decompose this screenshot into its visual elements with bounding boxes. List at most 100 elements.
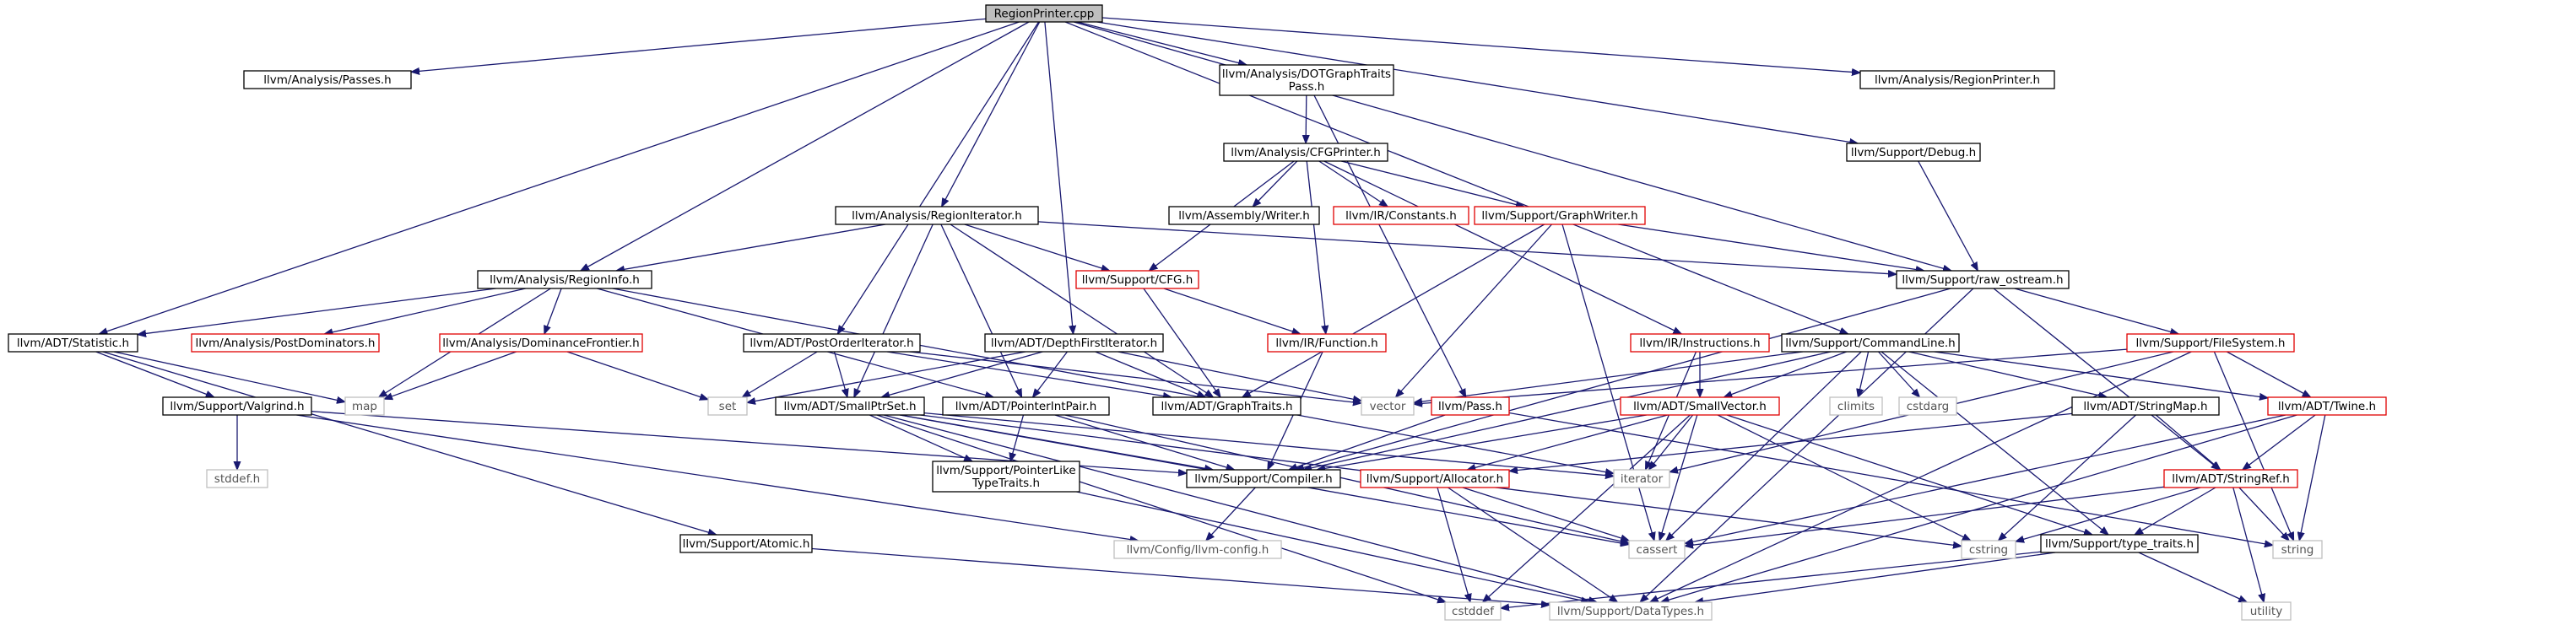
node-debug[interactable]: llvm/Support/Debug.h <box>1846 143 1981 162</box>
edge-stringref-to-typetraits <box>2135 487 2216 535</box>
node-label: llvm/Config/llvm-config.h <box>1127 543 1269 557</box>
node-box <box>1223 143 1388 162</box>
node-label: llvm/Analysis/DominanceFrontier.h <box>442 337 639 350</box>
node-box <box>2267 396 2387 416</box>
node-llvmconfig: llvm/Config/llvm-config.h <box>1113 540 1282 559</box>
edge-graphwriter-to-graphtraits <box>1242 224 1545 397</box>
node-rprinter[interactable]: llvm/Analysis/RegionPrinter.h <box>1859 70 2055 89</box>
node-dfiter[interactable]: llvm/ADT/DepthFirstIterator.h <box>984 333 1164 353</box>
node-box <box>439 333 643 353</box>
node-utility: utility <box>2241 601 2292 621</box>
node-label: llvm/Support/GraphWriter.h <box>1481 209 1637 223</box>
edge-root-to-regioninfo <box>581 21 1030 271</box>
node-postdom[interactable]: llvm/Analysis/PostDominators.h <box>191 333 380 353</box>
edge-regioniter-to-smallptrset <box>853 224 934 397</box>
node-typetraits[interactable]: llvm/Support/type_traits.h <box>2040 534 2199 553</box>
node-box <box>1859 70 2055 89</box>
node-instructions[interactable]: llvm/IR/Instructions.h <box>1630 333 1770 353</box>
edge-statistic-to-map <box>113 351 345 402</box>
node-smallvector[interactable]: llvm/ADT/SmallVector.h <box>1620 396 1780 416</box>
edge-smallptrset-to-ptrliketraits <box>869 414 972 462</box>
node-box <box>1613 469 1670 488</box>
node-box <box>206 469 268 488</box>
node-cfgprinter[interactable]: llvm/Analysis/CFGPrinter.h <box>1223 143 1388 162</box>
edge-cfg-to-function <box>1163 288 1301 334</box>
node-stringref[interactable]: llvm/ADT/StringRef.h <box>2163 469 2298 488</box>
node-regioniter[interactable]: llvm/Analysis/RegionIterator.h <box>835 206 1039 225</box>
node-constants[interactable]: llvm/IR/Constants.h <box>1333 206 1469 225</box>
edge-filesystem-to-datatypes <box>1650 351 2192 603</box>
node-label: cstdarg <box>1907 400 1949 413</box>
node-cstdarg: cstdarg <box>1898 396 1957 416</box>
node-smallptrset[interactable]: llvm/ADT/SmallPtrSet.h <box>775 396 925 416</box>
edge-root-to-debug <box>1096 21 1859 143</box>
edge-regioninfo-to-iterator <box>612 288 1614 473</box>
edge-cmdline-to-cassert <box>1666 351 1862 541</box>
node-root[interactable]: RegionPrinter.cpp <box>985 4 1103 23</box>
node-label: cstddef <box>1452 605 1495 618</box>
edge-poiter-to-smallptrset <box>833 351 848 397</box>
node-box <box>477 270 652 289</box>
edge-atomic-to-datatypes <box>811 547 1550 606</box>
node-asmwriter[interactable]: llvm/Assembly/Writer.h <box>1168 206 1320 225</box>
node-label: Pass.h <box>1289 80 1325 94</box>
edge-typetraits-to-datatypes <box>1695 552 2056 602</box>
node-graphtraits[interactable]: llvm/ADT/GraphTraits.h <box>1152 396 1302 416</box>
node-twine[interactable]: llvm/ADT/Twine.h <box>2267 396 2387 416</box>
node-label: llvm/Analysis/RegionPrinter.h <box>1875 73 2040 87</box>
node-allocator[interactable]: llvm/Support/Allocator.h <box>1360 469 1510 488</box>
node-label: llvm/Analysis/Passes.h <box>263 73 391 87</box>
node-label: llvm/Support/Valgrind.h <box>170 400 304 413</box>
node-box <box>985 4 1103 23</box>
node-label: llvm/ADT/DepthFirstIterator.h <box>991 337 1157 350</box>
node-cfg[interactable]: llvm/Support/CFG.h <box>1075 270 1199 289</box>
node-passes[interactable]: llvm/Analysis/Passes.h <box>243 70 412 89</box>
node-box <box>707 396 748 416</box>
edge-dfiter-to-smallptrset <box>881 351 1043 397</box>
node-label: llvm/Support/CFG.h <box>1082 273 1193 287</box>
node-box <box>1113 540 1282 559</box>
node-box <box>2071 396 2220 416</box>
node-climits: climits <box>1829 396 1883 416</box>
node-pointerintpair[interactable]: llvm/ADT/PointerIntPair.h <box>942 396 1110 416</box>
edge-filesystem-to-twine <box>2226 351 2310 397</box>
edge-root-to-dfiter <box>1044 21 1074 334</box>
node-label: TypeTraits.h <box>971 477 1040 490</box>
node-poiter[interactable]: llvm/ADT/PostOrderIterator.h <box>743 333 921 353</box>
node-label: llvm/ADT/SmallVector.h <box>1633 400 1767 413</box>
edge-regioniter-to-pointerintpair <box>940 224 1023 397</box>
node-statistic[interactable]: llvm/ADT/Statistic.h <box>8 333 138 353</box>
node-label: llvm/Analysis/PostDominators.h <box>196 337 376 350</box>
node-rawostream[interactable]: llvm/Support/raw_ostream.h <box>1896 270 2070 289</box>
node-label: llvm/ADT/GraphTraits.h <box>1161 400 1292 413</box>
node-filesystem[interactable]: llvm/Support/FileSystem.h <box>2126 333 2295 353</box>
edge-cfgprinter-to-asmwriter <box>1253 160 1298 207</box>
node-pass[interactable]: llvm/Pass.h <box>1431 396 1510 416</box>
node-stringmap[interactable]: llvm/ADT/StringMap.h <box>2071 396 2220 416</box>
edge-cmdline-to-smallvector <box>1724 351 1847 397</box>
node-box <box>243 70 412 89</box>
node-box <box>162 396 312 416</box>
node-label: llvm/Support/Atomic.h <box>683 537 810 551</box>
node-regioninfo[interactable]: llvm/Analysis/RegionInfo.h <box>477 270 652 289</box>
edge-stringmap-to-cstring <box>1999 414 2136 541</box>
node-compiler[interactable]: llvm/Support/Compiler.h <box>1186 469 1341 488</box>
node-label: llvm/Support/Debug.h <box>1851 146 1976 159</box>
edge-stringmap-to-allocator <box>1509 412 2073 471</box>
node-valgrind[interactable]: llvm/Support/Valgrind.h <box>162 396 312 416</box>
node-cmdline[interactable]: llvm/Support/CommandLine.h <box>1781 333 1960 353</box>
node-cassert: cassert <box>1628 540 1686 559</box>
node-graphwriter[interactable]: llvm/Support/GraphWriter.h <box>1474 206 1646 225</box>
edge-rawostream-to-compiler <box>1296 288 1951 470</box>
edge-cmdline-to-typetraits <box>1881 351 2108 535</box>
node-label: llvm/ADT/StringRef.h <box>2172 472 2290 486</box>
node-atomic[interactable]: llvm/Support/Atomic.h <box>679 534 813 553</box>
edge-twine-to-stringref <box>2243 414 2316 470</box>
node-domfrontier[interactable]: llvm/Analysis/DominanceFrontier.h <box>439 333 643 353</box>
node-box <box>1267 333 1387 353</box>
edge-regioninfo-to-postdom <box>324 288 526 334</box>
node-box <box>2272 540 2323 559</box>
node-function[interactable]: llvm/IR/Function.h <box>1267 333 1387 353</box>
